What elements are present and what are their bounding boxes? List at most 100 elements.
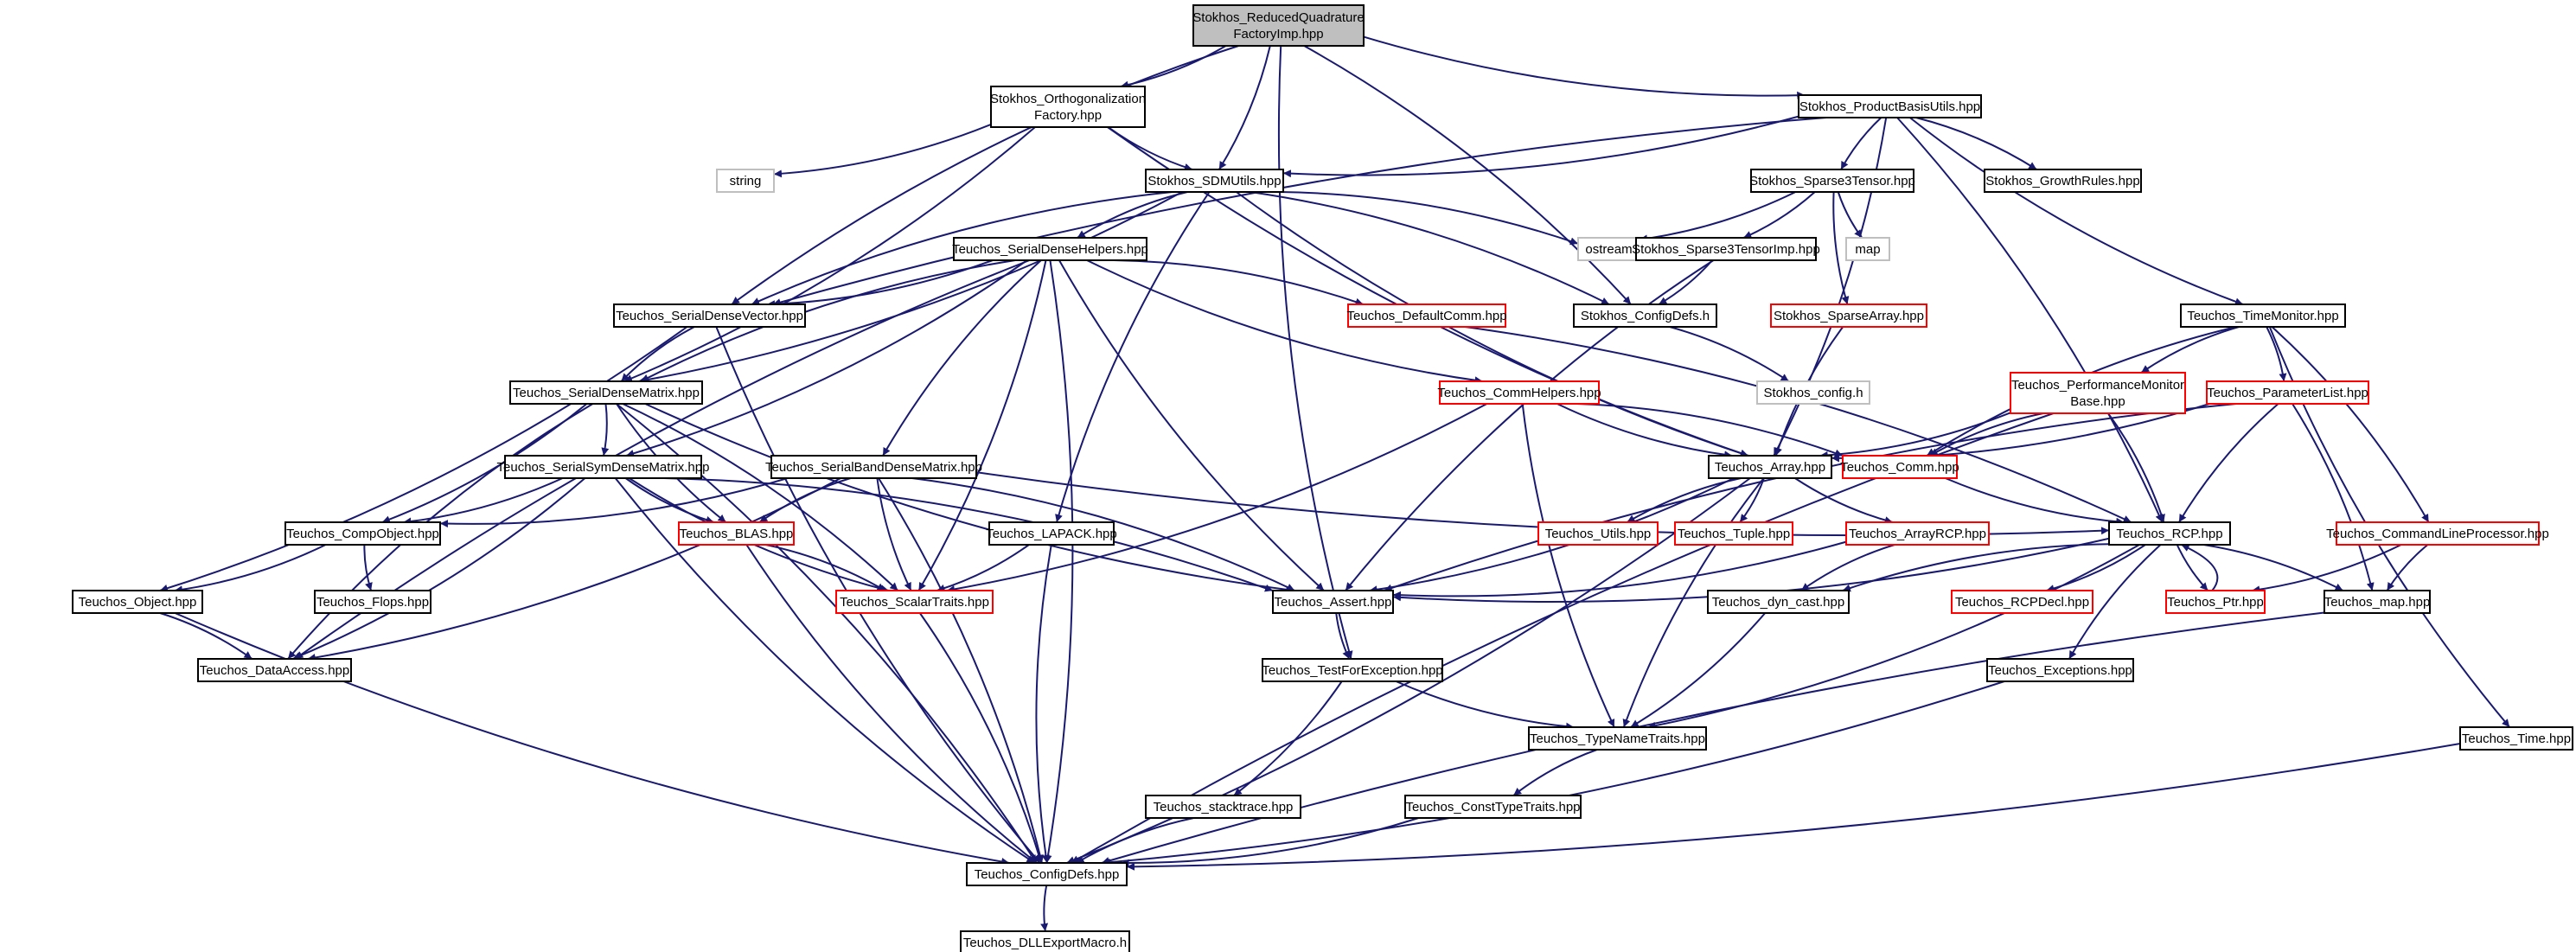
node-box xyxy=(1635,237,1817,261)
edge-pbu-to-array xyxy=(1773,117,1888,457)
node-sparray[interactable]: Stokhos_SparseArray.hpp xyxy=(1770,303,1927,328)
node-box xyxy=(1272,590,1394,614)
node-pbu[interactable]: Stokhos_ProductBasisUtils.hpp xyxy=(1798,94,1982,118)
edge-commhelpers-to-typenametraits xyxy=(1521,403,1615,728)
edge-lapack-to-tconfigdefs xyxy=(1035,544,1052,864)
node-sdvector[interactable]: Teuchos_SerialDenseVector.hpp xyxy=(613,303,806,328)
node-exceptions[interactable]: Teuchos_Exceptions.hpp xyxy=(1986,658,2134,682)
node-label: Teuchos_ConfigDefs.hpp xyxy=(975,867,1120,882)
node-assert[interactable]: Teuchos_Assert.hpp xyxy=(1272,590,1394,614)
node-dataaccess[interactable]: Teuchos_DataAccess.hpp xyxy=(197,658,352,682)
node-box xyxy=(1262,658,1443,682)
edge-sdhelpers-to-commhelpers xyxy=(1086,259,1483,385)
edge-banddm-to-dataaccess xyxy=(307,477,841,661)
edge-pbu-to-growth xyxy=(1915,117,2037,170)
edge-symdm-to-tconfigdefs xyxy=(614,477,1035,864)
edge-pbu-to-s3t xyxy=(1840,117,1882,170)
node-paramlist[interactable]: Teuchos_ParameterList.hpp xyxy=(2206,380,2369,405)
node-box xyxy=(770,455,977,479)
node-timemon[interactable]: Teuchos_TimeMonitor.hpp xyxy=(2180,303,2346,328)
node-box xyxy=(1756,380,1870,405)
edge-compobj-to-flops xyxy=(363,544,373,591)
node-stacktrace[interactable]: Teuchos_stacktrace.hpp xyxy=(1145,795,1301,819)
edge-root-to-sdvector xyxy=(731,45,1239,305)
node-tconfigdefs[interactable]: Teuchos_ConfigDefs.hpp xyxy=(966,862,1128,886)
node-compobj[interactable]: Teuchos_CompObject.hpp xyxy=(284,521,441,546)
node-array[interactable]: Teuchos_Array.hpp xyxy=(1708,455,1832,479)
node-sconfigdefs[interactable]: Stokhos_ConfigDefs.h xyxy=(1573,303,1717,328)
edge-symdm-to-assert xyxy=(663,477,1274,592)
node-label: Stokhos_config.h xyxy=(1763,386,1863,400)
edge-comm-to-rcp xyxy=(1945,477,2125,526)
node-time[interactable]: Teuchos_Time.hpp xyxy=(2459,726,2573,751)
edge-object-to-dataaccess xyxy=(159,612,252,660)
node-s3timp[interactable]: Stokhos_Sparse3TensorImp.hpp xyxy=(1632,237,1820,261)
edge-sdmutils-to-sconfigdefs xyxy=(1250,191,1610,305)
node-label: Teuchos_dyn_cast.hpp xyxy=(1712,595,1844,610)
node-box xyxy=(504,455,702,479)
node-label: Teuchos_Object.hpp xyxy=(79,595,197,610)
edge-blas-to-tconfigdefs xyxy=(745,544,1038,864)
node-blas[interactable]: Teuchos_BLAS.hpp xyxy=(678,521,795,546)
node-rcp[interactable]: Teuchos_RCP.hpp xyxy=(2108,521,2231,546)
node-label: Teuchos_Exceptions.hpp xyxy=(1988,663,2132,678)
node-dyncast[interactable]: Teuchos_dyn_cast.hpp xyxy=(1707,590,1850,614)
node-ptr[interactable]: Teuchos_Ptr.hpp xyxy=(2165,590,2266,614)
node-lapack[interactable]: Teuchos_LAPACK.hpp xyxy=(986,521,1117,546)
node-label: Teuchos_SerialDenseVector.hpp xyxy=(616,309,803,323)
node-testforexc[interactable]: Teuchos_TestForException.hpp xyxy=(1262,658,1443,682)
edge-testforexc-to-typenametraits xyxy=(1396,680,1575,731)
node-dllexport[interactable]: Teuchos_DLLExportMacro.h xyxy=(960,930,1130,952)
node-tmap[interactable]: Teuchos_map.hpp xyxy=(2324,590,2431,614)
node-label: Teuchos_Time.hpp xyxy=(2462,732,2571,746)
node-label: Teuchos_ArrayRCP.hpp xyxy=(1849,527,1986,541)
node-typenametraits[interactable]: Teuchos_TypeNameTraits.hpp xyxy=(1528,726,1707,751)
node-label: Teuchos_SerialSymDenseMatrix.hpp xyxy=(497,460,710,475)
node-object[interactable]: Teuchos_Object.hpp xyxy=(72,590,203,614)
node-defcomm[interactable]: Teuchos_DefaultComm.hpp xyxy=(1346,303,1507,328)
node-rcpdecl[interactable]: Teuchos_RCPDecl.hpp xyxy=(1951,590,2093,614)
node-sdmutils[interactable]: Stokhos_SDMUtils.hpp xyxy=(1145,169,1284,193)
node-box xyxy=(613,303,806,328)
node-scalartraits[interactable]: Teuchos_ScalarTraits.hpp xyxy=(835,590,994,614)
node-box xyxy=(1674,521,1793,546)
edge-rcp-to-tmap xyxy=(2203,544,2343,591)
edge-symdm-to-dataaccess xyxy=(292,477,586,660)
node-label: Teuchos_Tuple.hpp xyxy=(1678,527,1790,541)
node-sdhelpers[interactable]: Teuchos_SerialDenseHelpers.hpp xyxy=(952,237,1148,261)
node-flops[interactable]: Teuchos_Flops.hpp xyxy=(314,590,431,614)
node-tuple[interactable]: Teuchos_Tuple.hpp xyxy=(1674,521,1793,546)
node-label: Teuchos_DLLExportMacro.h xyxy=(963,936,1127,950)
edge-ortho-to-string xyxy=(773,123,992,178)
node-consttypetraits[interactable]: Teuchos_ConstTypeTraits.hpp xyxy=(1404,795,1582,819)
node-label: Stokhos_ProductBasisUtils.hpp xyxy=(1799,99,1980,114)
node-comm[interactable]: Teuchos_Comm.hpp xyxy=(1840,455,1959,479)
node-clp[interactable]: Teuchos_CommandLineProcessor.hpp xyxy=(2326,521,2549,546)
edge-s3t-to-map xyxy=(1837,191,1863,239)
node-s3t[interactable]: Stokhos_Sparse3Tensor.hpp xyxy=(1749,169,1915,193)
node-box xyxy=(678,521,795,546)
node-sdmatrix[interactable]: Teuchos_SerialDenseMatrix.hpp xyxy=(509,380,703,405)
node-box xyxy=(2459,726,2573,751)
node-box xyxy=(2336,521,2540,546)
node-label: Teuchos_DataAccess.hpp xyxy=(200,663,349,678)
node-label: Teuchos_Utils.hpp xyxy=(1545,527,1652,541)
node-symdm[interactable]: Teuchos_SerialSymDenseMatrix.hpp xyxy=(497,455,710,479)
node-box xyxy=(835,590,994,614)
node-growth[interactable]: Stokhos_GrowthRules.hpp xyxy=(1984,169,2142,193)
node-label: Teuchos_SerialBandDenseMatrix.hpp xyxy=(765,460,982,475)
node-box xyxy=(966,862,1128,886)
node-utils[interactable]: Teuchos_Utils.hpp xyxy=(1537,521,1659,546)
edge-sdhelpers-to-sdmatrix xyxy=(640,259,1016,382)
node-arrayrcp[interactable]: Teuchos_ArrayRCP.hpp xyxy=(1845,521,1990,546)
node-box xyxy=(1798,94,1982,118)
edge-rcp-to-dyncast xyxy=(1842,543,2110,592)
edge-arrayrcp-to-dyncast xyxy=(1800,544,1895,591)
node-commhelpers[interactable]: Teuchos_CommHelpers.hpp xyxy=(1437,380,1601,405)
node-banddm[interactable]: Teuchos_SerialBandDenseMatrix.hpp xyxy=(765,455,982,479)
node-label: Teuchos_stacktrace.hpp xyxy=(1154,800,1294,815)
node-box xyxy=(284,521,441,546)
